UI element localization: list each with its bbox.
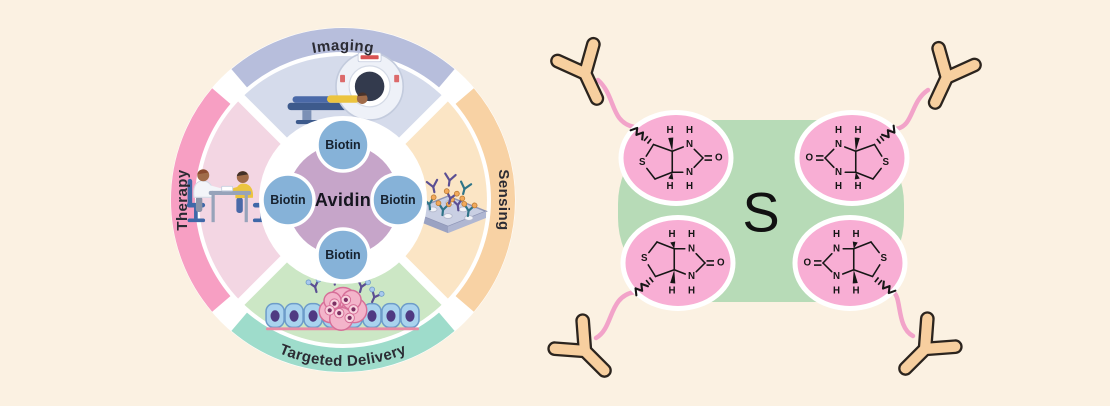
svg-text:S: S: [639, 157, 646, 168]
svg-text:H: H: [852, 229, 859, 240]
svg-text:H: H: [835, 181, 842, 192]
biotin-node-top: Biotin: [315, 117, 371, 173]
ring-label-therapy: Therapy: [174, 169, 191, 230]
linker-top-left: [595, 77, 637, 130]
antibody-icon: [898, 311, 963, 376]
avidin-applications-wheel: Biotin Biotin Biotin Biotin Avidin Imagi…: [170, 27, 516, 373]
segment-arc-sensing: [455, 88, 516, 312]
svg-text:H: H: [686, 181, 693, 192]
biotin-node-left: Biotin: [260, 172, 316, 228]
ring-label-imaging: Imaging: [311, 37, 376, 57]
svg-text:H: H: [688, 229, 695, 240]
biotin-node-label: Biotin: [325, 138, 360, 152]
biosensor-chip-illustration: [408, 172, 488, 234]
svg-text:S: S: [880, 253, 887, 264]
streptavidin-core-label: S: [742, 181, 779, 244]
binding-site-top-left: [618, 110, 734, 206]
svg-text:N: N: [833, 243, 840, 254]
ring-label-sensing: Sensing: [495, 169, 512, 230]
svg-text:H: H: [668, 229, 675, 240]
mri-scanner-illustration: [287, 51, 405, 125]
linker-bottom-left: [593, 289, 638, 341]
svg-text:O: O: [803, 258, 811, 269]
svg-text:N: N: [835, 167, 842, 178]
svg-text:N: N: [835, 139, 842, 150]
svg-text:N: N: [688, 243, 695, 254]
svg-text:H: H: [835, 125, 842, 136]
svg-text:N: N: [686, 139, 693, 150]
svg-text:H: H: [852, 285, 859, 296]
biotin-node-right: Biotin: [370, 172, 426, 228]
svg-text:H: H: [666, 181, 673, 192]
svg-text:S: S: [641, 253, 648, 264]
svg-text:S: S: [882, 157, 889, 168]
segment-arc-therapy: [170, 88, 231, 312]
svg-text:H: H: [854, 181, 861, 192]
biotin-node-bottom: Biotin: [315, 227, 371, 283]
tumor-cells-illustration: [265, 269, 420, 331]
segment-arc-targeted-delivery: [231, 312, 455, 372]
antibody-icon: [550, 36, 605, 106]
svg-text:H: H: [668, 285, 675, 296]
antibody-icon: [547, 313, 612, 378]
svg-text:H: H: [833, 229, 840, 240]
binding-site-bottom-right: [792, 215, 908, 311]
biotin-node-label: Biotin: [270, 193, 305, 207]
svg-text:N: N: [688, 271, 695, 282]
antibody-icon: [927, 40, 982, 110]
svg-text:H: H: [854, 125, 861, 136]
linker-top-right: [893, 87, 931, 132]
avidin-center-label: Avidin: [315, 190, 371, 210]
binding-site-top-right: [794, 110, 910, 206]
svg-text:N: N: [833, 271, 840, 282]
svg-text:O: O: [805, 153, 813, 164]
svg-text:N: N: [686, 167, 693, 178]
linker-bottom-right: [890, 289, 916, 339]
svg-text:O: O: [715, 153, 723, 164]
biotin-node-label: Biotin: [380, 193, 415, 207]
avidin-center-circle: [287, 144, 399, 256]
svg-text:H: H: [666, 125, 673, 136]
svg-text:H: H: [688, 285, 695, 296]
svg-text:H: H: [686, 125, 693, 136]
biotin-node-label: Biotin: [325, 248, 360, 262]
svg-text:O: O: [717, 258, 725, 269]
binding-site-bottom-left: [620, 215, 736, 311]
svg-text:H: H: [833, 285, 840, 296]
segment-arc-imaging: [231, 28, 455, 88]
